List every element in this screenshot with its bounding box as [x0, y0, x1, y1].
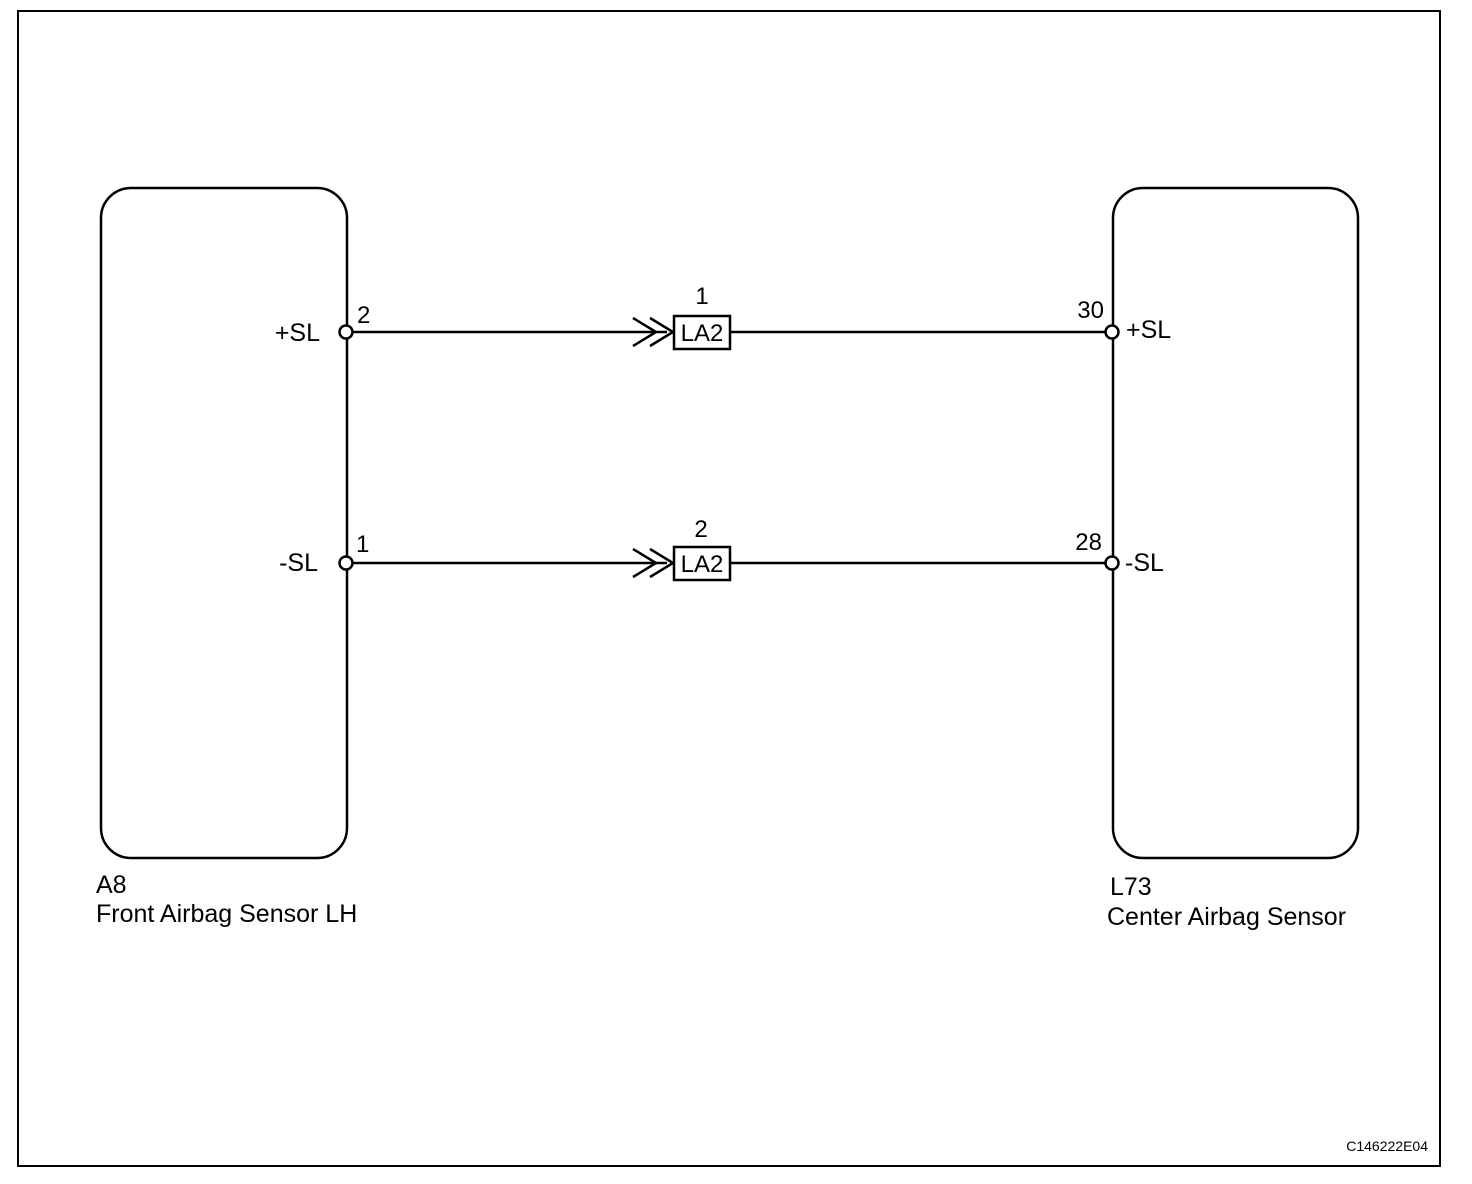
pin-number-left: 2: [357, 302, 370, 329]
signal-label-right: +SL: [1126, 316, 1171, 344]
connector-label: LA2: [681, 551, 724, 578]
terminal-l73-pin-30: [1104, 324, 1120, 340]
figure-id: C146222E04: [1346, 1138, 1428, 1154]
component-name-right: Center Airbag Sensor: [1107, 903, 1346, 931]
connector-arrow-icon: [632, 547, 659, 579]
terminal-a8-pin-1: [338, 555, 354, 571]
terminal-l73-pin-28: [1104, 555, 1120, 571]
connector-pin-number: 2: [694, 516, 707, 543]
center-airbag-sensor-box: [1111, 186, 1360, 860]
terminal-a8-pin-2: [338, 324, 354, 340]
connector-arrow-icon: [632, 316, 659, 348]
component-code-left: A8: [96, 871, 127, 899]
signal-label-left: +SL: [275, 319, 320, 347]
connector-pin-number: 1: [695, 283, 708, 310]
connector-la2-box: [672, 314, 732, 351]
connector-label: LA2: [681, 320, 724, 347]
pin-number-right: 28: [1075, 529, 1102, 556]
connector-la2-box: [672, 545, 732, 582]
diagram-frame: [17, 10, 1441, 1167]
front-airbag-sensor-lh-box: [99, 186, 349, 860]
signal-label-left: -SL: [279, 549, 318, 577]
pin-number-right: 30: [1077, 297, 1104, 324]
pin-number-left: 1: [356, 531, 369, 558]
component-name-left: Front Airbag Sensor LH: [96, 900, 357, 928]
component-code-right: L73: [1110, 873, 1152, 901]
signal-label-right: -SL: [1125, 549, 1164, 577]
